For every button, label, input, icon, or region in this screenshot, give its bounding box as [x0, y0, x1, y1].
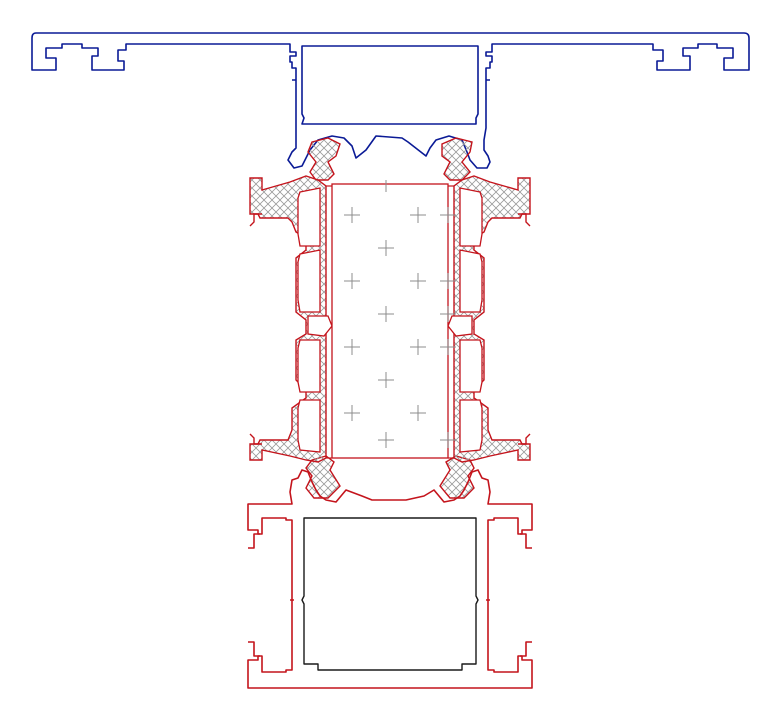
- insulation-cross-marks: [344, 180, 456, 448]
- cross-mark: [440, 339, 456, 355]
- right-sash-profile: [447, 175, 531, 463]
- cross-mark: [344, 207, 360, 223]
- left-sash-hooks: [249, 213, 262, 445]
- cross-mark: [344, 405, 360, 421]
- cross-mark: [410, 207, 426, 223]
- top-cap-profile: [31, 32, 750, 169]
- cross-mark: [410, 405, 426, 421]
- left-sash-profile: [249, 175, 333, 463]
- insulation-core: [326, 180, 456, 459]
- cross-mark: [410, 339, 426, 355]
- cross-mark: [378, 432, 394, 448]
- bottom-frame-profile: [247, 469, 533, 689]
- cross-mark: [344, 273, 360, 289]
- cross-mark: [378, 306, 394, 322]
- cross-mark: [410, 273, 426, 289]
- cross-mark: [378, 240, 394, 256]
- cross-mark: [440, 432, 456, 448]
- bottom-insert: [301, 517, 479, 671]
- cross-mark: [440, 207, 456, 223]
- cross-mark: [378, 372, 394, 388]
- cross-mark: [344, 339, 360, 355]
- cross-mark: [440, 273, 456, 289]
- cross-mark: [440, 306, 456, 322]
